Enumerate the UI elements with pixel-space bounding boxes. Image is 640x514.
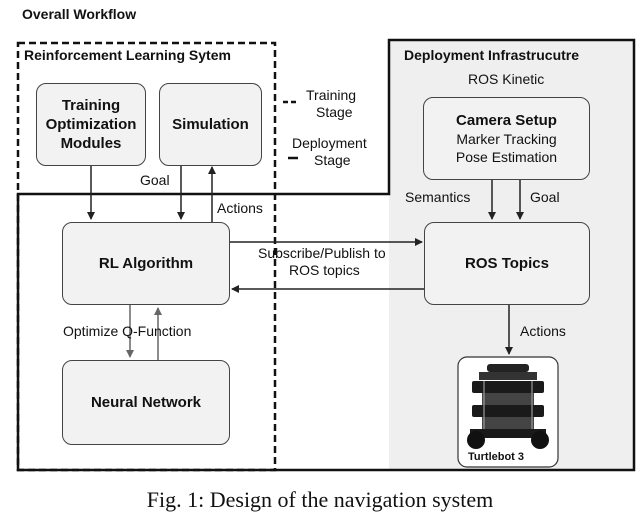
- legend-deployment-line: Deployment: [292, 135, 367, 151]
- training-box-line: Optimization: [45, 116, 137, 133]
- deployment-title: Deployment Infrastrucutre: [404, 47, 580, 63]
- actions-label-right: Actions: [520, 323, 566, 339]
- subscribe-line: Subscribe/Publish to: [258, 245, 386, 261]
- turtlebot-label: Turtlebot 3: [468, 451, 525, 463]
- ros-topics-box: ROS Topics: [424, 222, 590, 305]
- actions-label-left: Actions: [217, 200, 263, 216]
- legend-training-label: Training Stage: [306, 87, 356, 121]
- rl-algorithm-label: RL Algorithm: [98, 255, 194, 272]
- camera-setup-title: Camera Setup: [456, 111, 557, 129]
- legend-deployment-label: Deployment Stage: [292, 135, 367, 169]
- legend-training-line: Stage: [316, 104, 353, 120]
- rl-algorithm-box: RL Algorithm: [62, 222, 230, 305]
- camera-setup-line: Pose Estimation: [455, 148, 558, 165]
- neural-network-label: Neural Network: [90, 394, 202, 411]
- figure-caption: Fig. 1: Design of the navigation system: [146, 487, 494, 512]
- training-box-line: Modules: [60, 135, 122, 152]
- training-optimization-box: Training Optimization Modules: [36, 83, 146, 166]
- simulation-box: Simulation: [159, 83, 262, 166]
- optimize-label: Optimize Q-Function: [63, 323, 192, 339]
- training-box-line: Training: [61, 97, 121, 114]
- subscribe-publish-label: Subscribe/Publish to ROS topics: [258, 245, 386, 279]
- camera-setup-line: Marker Tracking: [456, 130, 557, 147]
- rl-system-title: Reinforcement Learning Sytem: [24, 47, 231, 63]
- legend-training-line: Training: [306, 87, 357, 103]
- legend-deployment-line: Stage: [314, 152, 351, 168]
- goal-label-right: Goal: [530, 189, 560, 205]
- subscribe-line: ROS topics: [289, 262, 360, 278]
- neural-network-box: Neural Network: [62, 360, 230, 445]
- ros-topics-label: ROS Topics: [465, 255, 549, 272]
- simulation-label: Simulation: [172, 116, 249, 133]
- workflow-title: Overall Workflow: [22, 6, 137, 22]
- turtlebot-robot-icon: [457, 356, 559, 468]
- camera-setup-box: Camera Setup Marker Tracking Pose Estima…: [423, 97, 590, 180]
- goal-label-left: Goal: [140, 172, 170, 188]
- deployment-subtitle: ROS Kinetic: [468, 71, 545, 87]
- semantics-label: Semantics: [405, 189, 471, 205]
